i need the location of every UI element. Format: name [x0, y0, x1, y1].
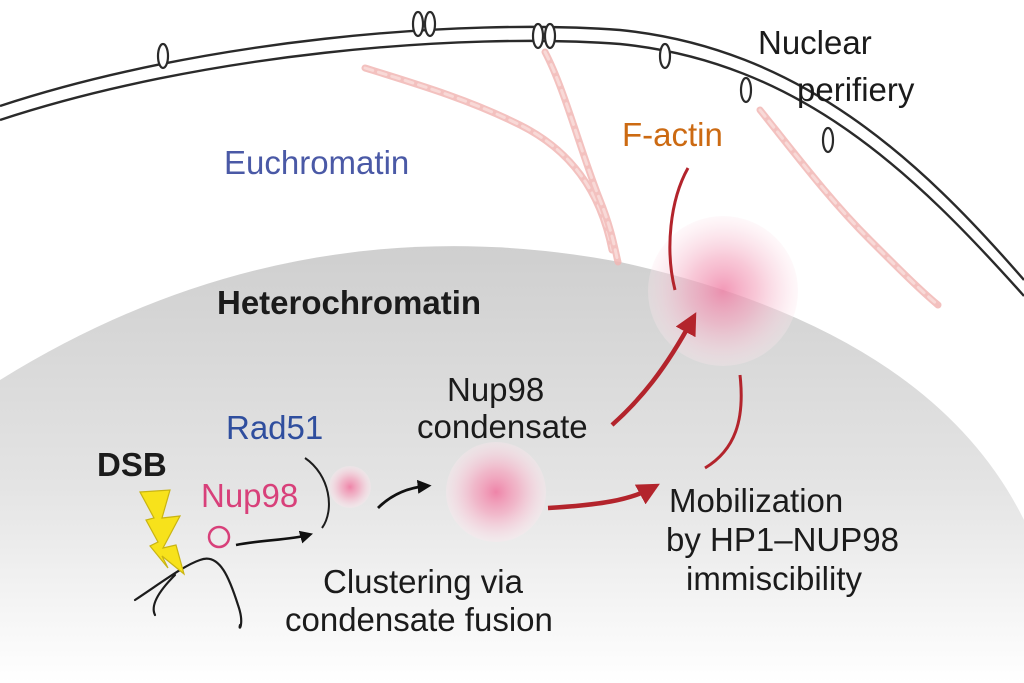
- label-mobilization-line1: Mobilization: [669, 482, 843, 519]
- arrow-to-nup98-condensate: [377, 479, 432, 509]
- nuclear-envelope-inner: [0, 39, 1024, 297]
- red-curve-right: [704, 374, 743, 470]
- label-f-actin: F-actin: [622, 116, 723, 153]
- nuclear-pore-icon: [156, 10, 835, 154]
- lightning-bolt-icon: [139, 489, 186, 576]
- arrow-to-small-condensate: [235, 530, 314, 547]
- label-euchromatin: Euchromatin: [224, 144, 409, 181]
- label-nuclear-line1: Nuclear: [758, 24, 872, 61]
- label-rad51: Rad51: [226, 409, 323, 446]
- red-arrow-mobilization: [547, 483, 660, 511]
- label-mobilization-line3: immiscibility: [686, 560, 862, 597]
- red-arrow-factin-down: [668, 167, 690, 291]
- f-actin-filaments: [361, 48, 942, 309]
- label-nuclear-line2: perifiery: [797, 71, 915, 108]
- rad51-connector: [304, 457, 330, 529]
- nuclear-envelope-outer: [0, 25, 1024, 281]
- red-arrow-condensate-to-fusion: [610, 312, 697, 427]
- label-dsb: DSB: [97, 446, 167, 483]
- label-mobilization-line2: by HP1–NUP98: [666, 521, 899, 558]
- label-nup98: Nup98: [201, 477, 298, 514]
- dna-strand: [133, 557, 243, 629]
- label-heterochromatin: Heterochromatin: [217, 284, 481, 321]
- label-nup98-condensate-line1: Nup98: [447, 371, 544, 408]
- label-clustering-line2: condensate fusion: [285, 601, 553, 638]
- nup98-condensate: [446, 442, 546, 542]
- nup98-ring: [207, 525, 231, 549]
- label-clustering-line1: Clustering via: [323, 563, 524, 600]
- small-condensate: [329, 466, 371, 508]
- label-nup98-condensate-line2: condensate: [417, 408, 588, 445]
